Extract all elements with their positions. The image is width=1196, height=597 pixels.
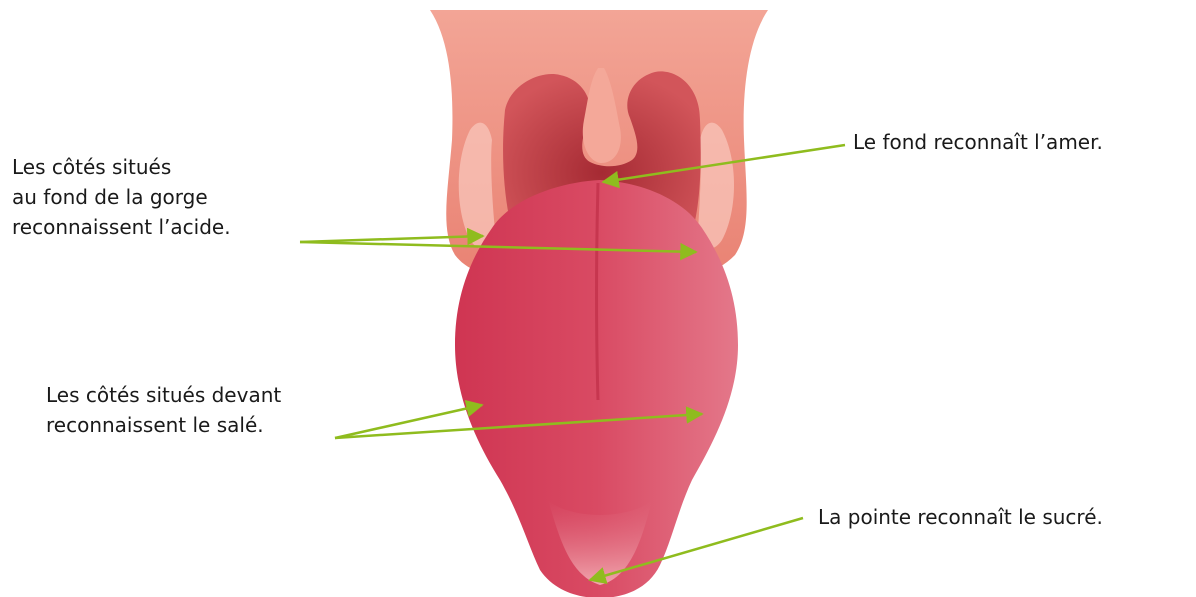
label-salty-line: reconnaissent le salé. [46,410,281,440]
label-sour-line: au fond de la gorge [12,182,231,212]
label-sweet-line: La pointe reconnaît le sucré. [818,505,1103,529]
label-salty-line: Les côtés situés devant [46,380,281,410]
label-sour-line: reconnaissent l’acide. [12,212,231,242]
tongue-median-groove [597,183,599,400]
label-sweet: La pointe reconnaît le sucré. [818,505,1103,529]
label-sour: Les côtés situés au fond de la gorge rec… [12,152,231,242]
label-sour-line: Les côtés situés [12,152,231,182]
label-bitter: Le fond reconnaît l’amer. [853,130,1103,154]
label-bitter-line: Le fond reconnaît l’amer. [853,130,1103,154]
label-salty: Les côtés situés devant reconnaissent le… [46,380,281,440]
